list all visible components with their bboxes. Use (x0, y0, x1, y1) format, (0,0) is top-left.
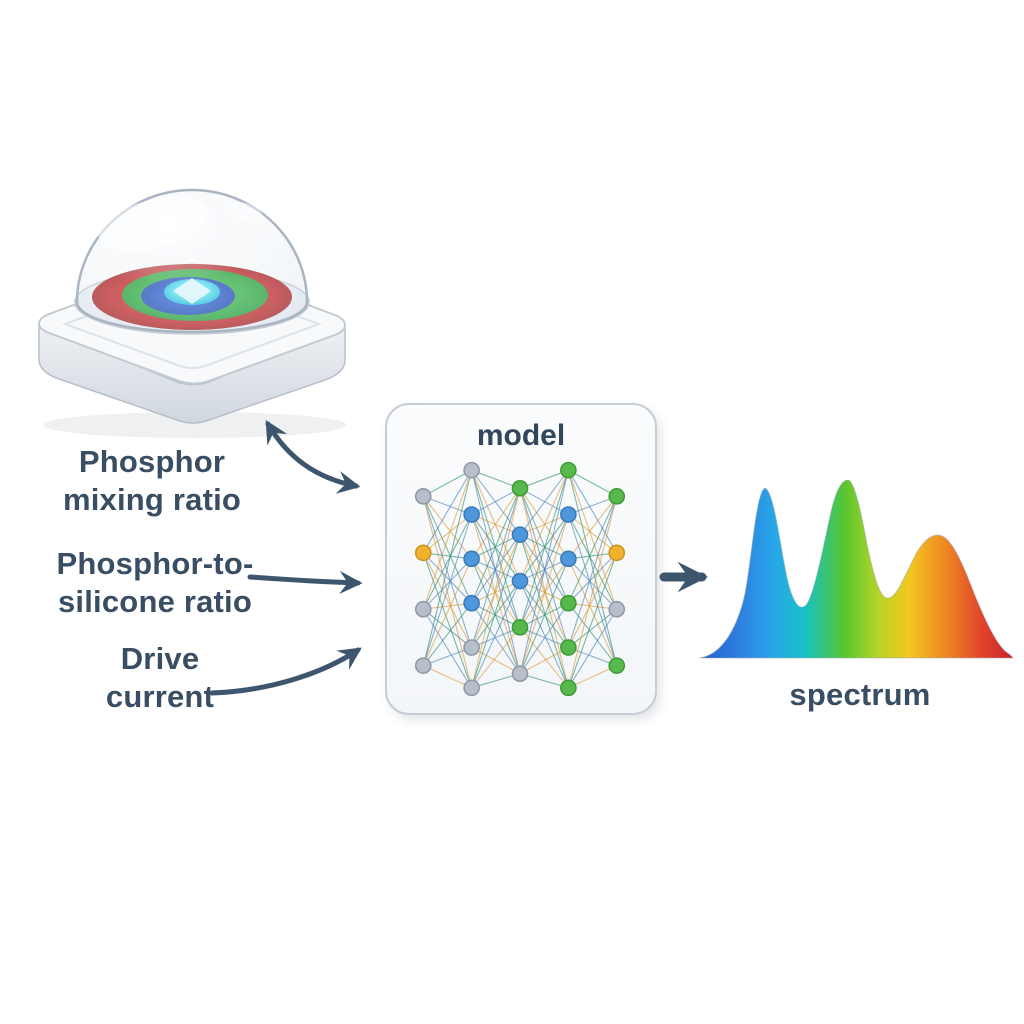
spectrum-curve (698, 479, 1014, 659)
input-label-phosphor-silicone-ratio: Phosphor-to- silicone ratio (25, 545, 285, 621)
label-line: Phosphor (78, 444, 226, 479)
label-line: Phosphor-to- (56, 546, 254, 581)
label-line: current (105, 679, 215, 714)
model-title: model (476, 419, 566, 452)
led-chip-illustration (37, 188, 347, 438)
spectrum-shape (698, 479, 1014, 659)
label-line: silicone ratio (57, 584, 253, 619)
input-label-phosphor-mixing-ratio: Phosphor mixing ratio (22, 443, 282, 519)
neural-network-graphic (414, 461, 626, 697)
input-label-drive-current: Drive current (60, 640, 260, 716)
label-line: Drive (120, 641, 200, 676)
dome-highlight (98, 197, 208, 251)
spectrum-label: spectrum (789, 677, 931, 712)
label-line: mixing ratio (62, 482, 242, 517)
dome-highlight-small (227, 201, 263, 223)
